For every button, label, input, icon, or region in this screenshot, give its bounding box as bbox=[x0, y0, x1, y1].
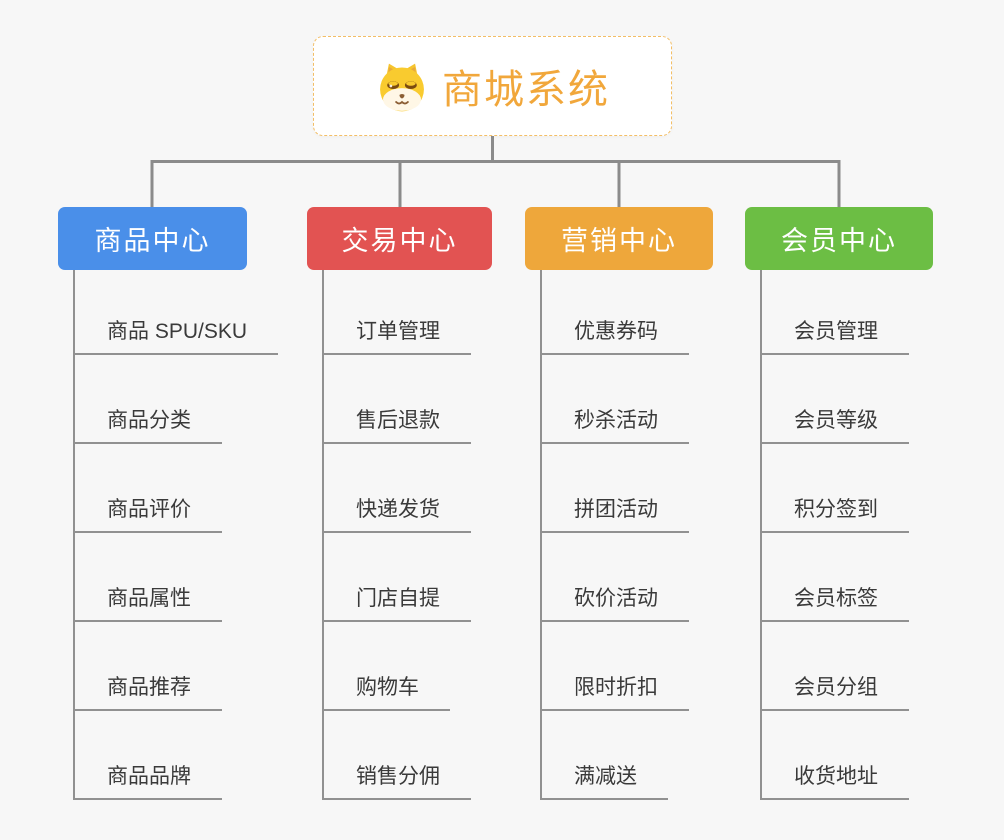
branch-item-label: 优惠券码 bbox=[574, 320, 658, 343]
branch-item[interactable]: 快递发货 bbox=[322, 444, 471, 533]
branch-item[interactable]: 商品 SPU/SKU bbox=[73, 270, 279, 355]
branch-item-label: 砍价活动 bbox=[574, 587, 658, 610]
branch-member-center: 会员中心 会员管理会员等级积分签到会员标签会员分组收货地址 bbox=[745, 207, 933, 800]
branch-item[interactable]: 商品评价 bbox=[73, 444, 222, 533]
root-title: 商城系统 bbox=[442, 68, 610, 112]
branch-item[interactable]: 积分签到 bbox=[760, 444, 909, 533]
branch-item[interactable]: 销售分佣 bbox=[322, 711, 471, 800]
branch-item-label: 购物车 bbox=[356, 676, 419, 699]
branch-item-list: 会员管理会员等级积分签到会员标签会员分组收货地址 bbox=[760, 270, 909, 800]
branch-box-trade-center[interactable]: 交易中心 bbox=[307, 207, 492, 270]
branch-item-label: 商品推荐 bbox=[107, 676, 191, 699]
branch-trade-center: 交易中心 订单管理售后退款快递发货门店自提购物车销售分佣 bbox=[307, 207, 492, 800]
branch-item-list: 优惠券码秒杀活动拼团活动砍价活动限时折扣满减送 bbox=[540, 270, 689, 800]
branch-item-label: 秒杀活动 bbox=[574, 409, 658, 432]
branch-item-list: 商品 SPU/SKU 商品分类商品评价商品属性商品推荐商品品牌 bbox=[73, 270, 279, 800]
branch-item[interactable]: 售后退款 bbox=[322, 355, 471, 444]
branch-box-marketing-center[interactable]: 营销中心 bbox=[525, 207, 713, 270]
branch-item-label: 售后退款 bbox=[356, 409, 440, 432]
branch-item[interactable]: 秒杀活动 bbox=[540, 355, 689, 444]
branch-item[interactable]: 商品属性 bbox=[73, 533, 222, 622]
branch-item[interactable]: 拼团活动 bbox=[540, 444, 689, 533]
branch-item[interactable]: 会员等级 bbox=[760, 355, 909, 444]
branch-item[interactable]: 限时折扣 bbox=[540, 622, 689, 711]
branch-item-label: 满减送 bbox=[574, 765, 637, 788]
branch-item-label: 商品评价 bbox=[107, 498, 191, 521]
branch-item-label: 门店自提 bbox=[356, 587, 440, 610]
branch-item-list: 订单管理售后退款快递发货门店自提购物车销售分佣 bbox=[322, 270, 471, 800]
branch-item-label: 快递发货 bbox=[356, 498, 440, 521]
branch-item[interactable]: 满减送 bbox=[540, 711, 668, 800]
branch-item[interactable]: 会员分组 bbox=[760, 622, 909, 711]
branch-box-product-center[interactable]: 商品中心 bbox=[58, 207, 247, 270]
branch-item-label: 会员分组 bbox=[794, 676, 878, 699]
root-node[interactable]: 商城系统 bbox=[313, 36, 672, 136]
branch-product-center: 商品中心 商品 SPU/SKU 商品分类商品评价商品属性商品推荐商品品牌 bbox=[58, 207, 279, 800]
branch-box-member-center[interactable]: 会员中心 bbox=[745, 207, 933, 270]
branch-item-label: 会员标签 bbox=[794, 587, 878, 610]
branch-item[interactable]: 收货地址 bbox=[760, 711, 909, 800]
branch-marketing-center: 营销中心 优惠券码秒杀活动拼团活动砍价活动限时折扣满减送 bbox=[525, 207, 713, 800]
branch-item-label: 限时折扣 bbox=[574, 676, 658, 699]
branch-item-label: 会员等级 bbox=[794, 409, 878, 432]
branch-item-label: 拼团活动 bbox=[574, 498, 658, 521]
branch-item[interactable]: 商品品牌 bbox=[73, 711, 222, 800]
branch-item[interactable]: 商品推荐 bbox=[73, 622, 222, 711]
branch-item-label: 商品属性 bbox=[107, 587, 191, 610]
branch-item-label: 订单管理 bbox=[356, 320, 440, 343]
branch-item[interactable]: 优惠券码 bbox=[540, 270, 689, 355]
branch-item-label: 会员管理 bbox=[794, 320, 878, 343]
branch-item[interactable]: 订单管理 bbox=[322, 270, 471, 355]
branch-item[interactable]: 会员标签 bbox=[760, 533, 909, 622]
branch-item[interactable]: 商品分类 bbox=[73, 355, 222, 444]
branch-item-label: 商品分类 bbox=[107, 409, 191, 432]
branch-item[interactable]: 砍价活动 bbox=[540, 533, 689, 622]
branch-item-label: 销售分佣 bbox=[356, 765, 440, 788]
branch-item[interactable]: 购物车 bbox=[322, 622, 450, 711]
branch-item-label: 商品 SPU/SKU bbox=[107, 320, 248, 343]
branch-item-label: 商品品牌 bbox=[107, 765, 191, 788]
branch-item-label: 收货地址 bbox=[794, 765, 878, 788]
branch-item[interactable]: 会员管理 bbox=[760, 270, 909, 355]
branch-item[interactable]: 门店自提 bbox=[322, 533, 471, 622]
branch-item-label: 积分签到 bbox=[794, 498, 878, 521]
shiba-dog-icon bbox=[375, 59, 429, 113]
